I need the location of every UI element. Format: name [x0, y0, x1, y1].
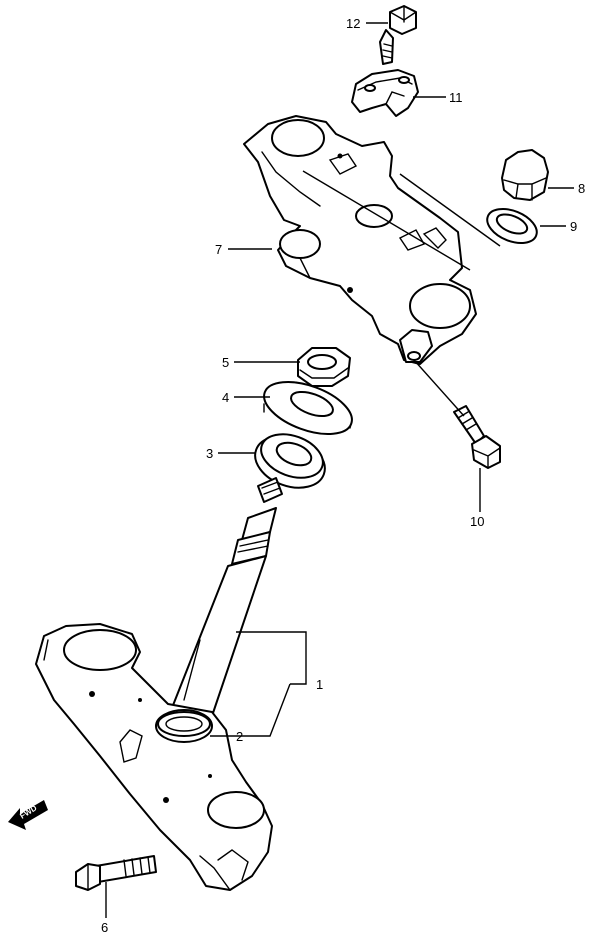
callout-2: 2	[236, 729, 243, 744]
part-2-seal	[157, 711, 211, 737]
part-7-upper-bracket	[243, 115, 477, 365]
part-3-bearing	[254, 433, 326, 489]
callout-9: 9	[570, 219, 577, 234]
part-9-washer	[486, 208, 538, 244]
callout-10: 10	[470, 514, 484, 529]
callout-11: 11	[449, 90, 463, 105]
callout-1: 1	[316, 677, 323, 692]
part-6-bolt	[75, 855, 157, 891]
callout-3: 3	[206, 446, 213, 461]
fwd-arrow-icon: FWD	[8, 800, 48, 830]
callout-4: 4	[222, 390, 229, 405]
callouts: 1 2 3 4 5 6 7 8 9 10 11 12	[101, 16, 585, 935]
steering-stem-shaft	[167, 477, 283, 719]
callout-12: 12	[346, 16, 360, 31]
part-1-lower-bracket	[35, 623, 273, 891]
part-4-washer	[263, 381, 353, 435]
leader-lines	[105, 22, 574, 918]
callout-7: 7	[215, 242, 222, 257]
part-11-clamp	[351, 69, 419, 117]
part-10-bolt	[453, 405, 501, 469]
part-12-bolt	[379, 5, 417, 65]
callout-5: 5	[222, 355, 229, 370]
callout-6: 6	[101, 920, 108, 935]
part-8-cap-nut	[501, 149, 549, 201]
part-5-steering-nut	[297, 347, 351, 387]
callout-8: 8	[578, 181, 585, 196]
